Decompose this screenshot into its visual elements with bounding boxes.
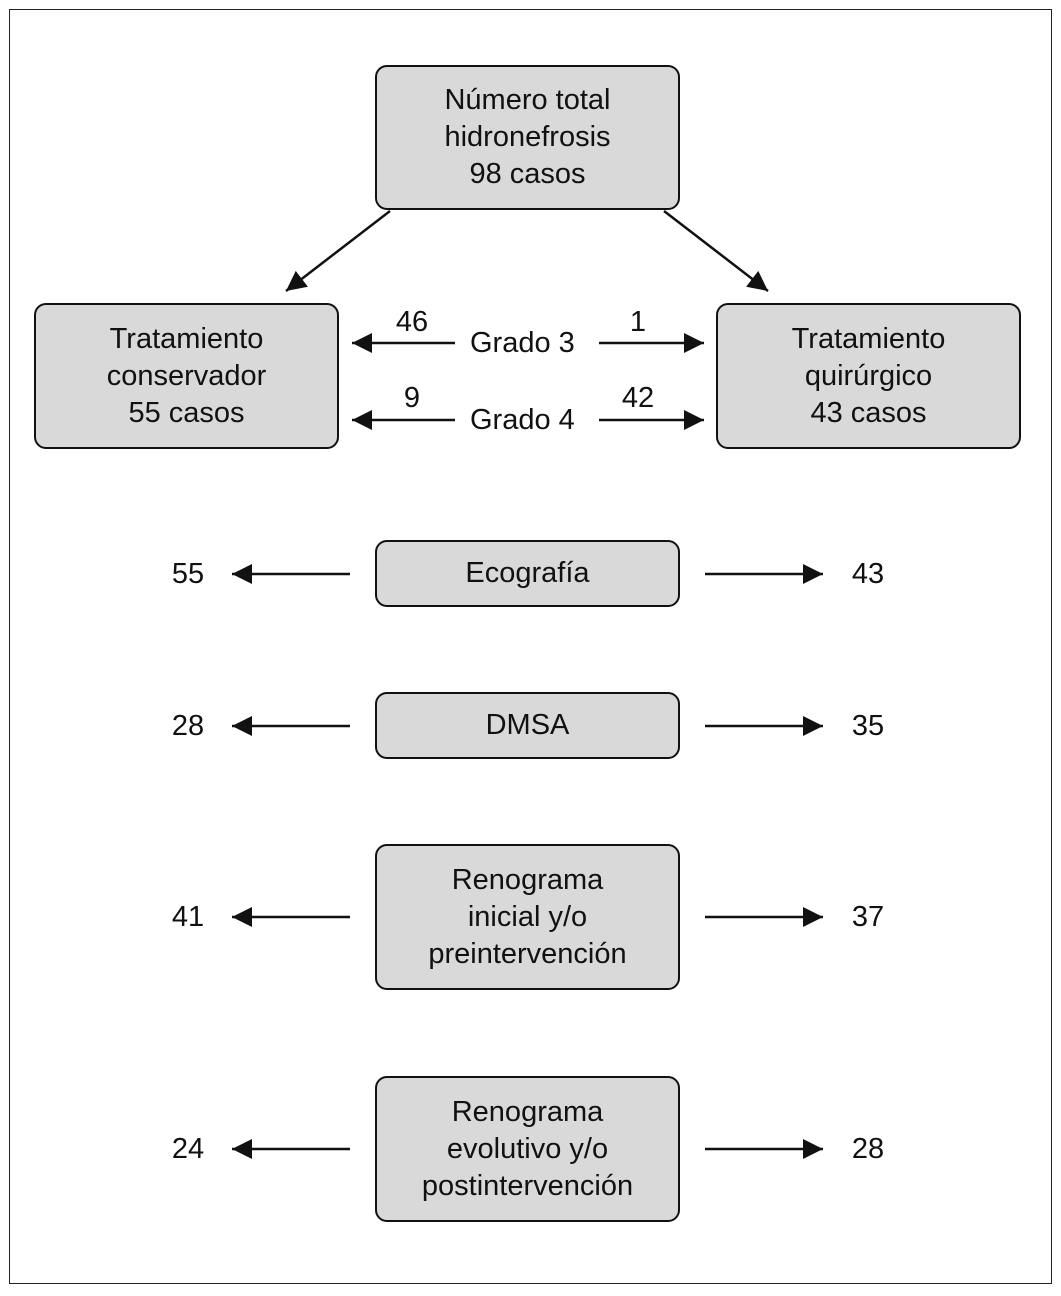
renograma-evolutivo-box: Renograma evolutivo y/o postintervención (375, 1076, 680, 1222)
grado4-right-count: 42 (621, 382, 655, 414)
dmsa-right-count: 35 (851, 710, 885, 742)
right-box-line1: Tratamiento (791, 322, 946, 355)
ecografia-label: Ecografía (465, 557, 590, 589)
total-box-line2: hidronefrosis (444, 121, 611, 153)
renograma-evolutivo-line1: Renograma (451, 1095, 604, 1128)
left-box-line3: 55 casos (128, 396, 245, 429)
dmsa-label: DMSA (485, 709, 570, 741)
renograma-inicial-right-count: 37 (851, 901, 885, 933)
total-box-line3: 98 casos (469, 158, 586, 190)
ecografia-right-count: 43 (851, 558, 885, 590)
arrow-top-to-left (285, 210, 391, 292)
right-box-line2: quirúrgico (804, 359, 933, 392)
total-box-line1: Número total (444, 84, 611, 116)
conservative-treatment-box: Tratamiento conservador 55 casos (34, 303, 339, 449)
left-box-line2: conservador (106, 359, 267, 392)
grado3-right-count: 1 (629, 306, 647, 338)
renograma-evolutivo-line3: postintervención (421, 1169, 634, 1202)
grado3-label: Grado 3 (470, 327, 575, 359)
total-hydronephrosis-box: Número total hidronefrosis 98 casos (375, 65, 680, 210)
grado4-left-count: 9 (403, 382, 421, 414)
renograma-inicial-line1: Renograma (451, 863, 604, 896)
right-box-line3: 43 casos (810, 396, 927, 429)
grado3-left-count: 46 (395, 306, 429, 338)
renograma-evolutivo-line2: evolutivo y/o (446, 1132, 609, 1165)
figure-frame (9, 9, 1052, 1284)
renograma-evolutivo-right-count: 28 (851, 1133, 885, 1165)
ecografia-left-count: 55 (171, 558, 205, 590)
left-box-line1: Tratamiento (109, 322, 264, 355)
renograma-inicial-line3: preintervención (428, 937, 627, 970)
renograma-inicial-line2: inicial y/o (467, 900, 588, 933)
renograma-inicial-box: Renograma inicial y/o preintervención (375, 844, 680, 990)
dmsa-box: DMSA (375, 692, 680, 759)
ecografia-box: Ecografía (375, 540, 680, 607)
arrow-top-to-right (663, 210, 769, 292)
renograma-evolutivo-left-count: 24 (171, 1133, 205, 1165)
surgical-treatment-box: Tratamiento quirúrgico 43 casos (716, 303, 1021, 449)
dmsa-left-count: 28 (171, 710, 205, 742)
renograma-inicial-left-count: 41 (171, 901, 205, 933)
grado4-label: Grado 4 (470, 404, 575, 436)
